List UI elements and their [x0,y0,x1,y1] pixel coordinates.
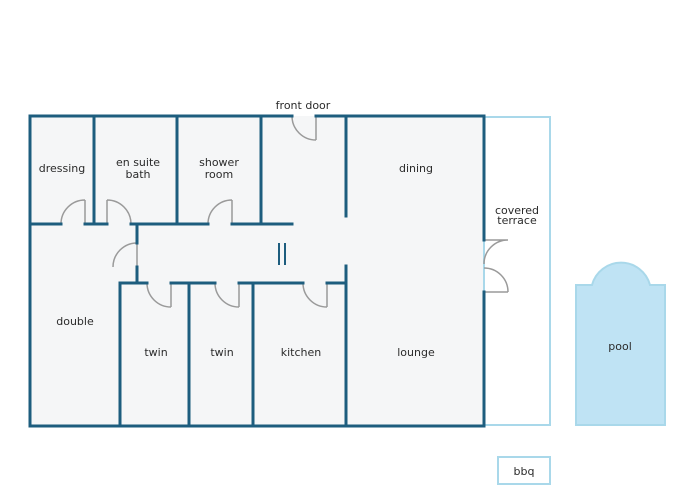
label-covered-terrace-line2: terrace [497,214,537,227]
terrace-door-swing-bottom [483,267,509,293]
label-en-suite-line1: en suite [116,156,160,169]
kitchen-door-swing [302,282,328,308]
label-en-suite-line2: bath [125,168,150,181]
house-floor [30,116,484,426]
hall-partition [278,243,286,265]
covered-terrace-outline [483,116,551,426]
label-kitchen: kitchen [281,346,322,359]
label-dressing: dressing [39,162,86,175]
label-double: double [56,315,94,328]
label-twin-a: twin [144,346,167,359]
pool-shape [575,261,666,426]
label-covered-terrace-line1: covered [495,204,539,217]
label-front-door: front door [276,99,331,112]
twin-a-door-swing [146,282,172,308]
label-shower-line1: shower [199,156,239,169]
walls [28,114,486,428]
terrace-door-swing-top [483,239,509,265]
double-door-swing [112,242,138,268]
front-door-swing [291,115,317,141]
label-bbq: bbq [514,465,535,478]
door-swings [60,115,509,308]
label-lounge: lounge [397,346,435,359]
label-dining: dining [399,162,433,175]
ensuite-door-swing [106,199,132,225]
twin-b-door-swing [214,282,240,308]
shower-door-swing [207,199,233,225]
dressing-door-swing [60,199,86,225]
label-shower-line2: room [205,168,233,181]
label-pool: pool [608,340,632,353]
bbq-box [497,456,551,485]
label-twin-b: twin [210,346,233,359]
